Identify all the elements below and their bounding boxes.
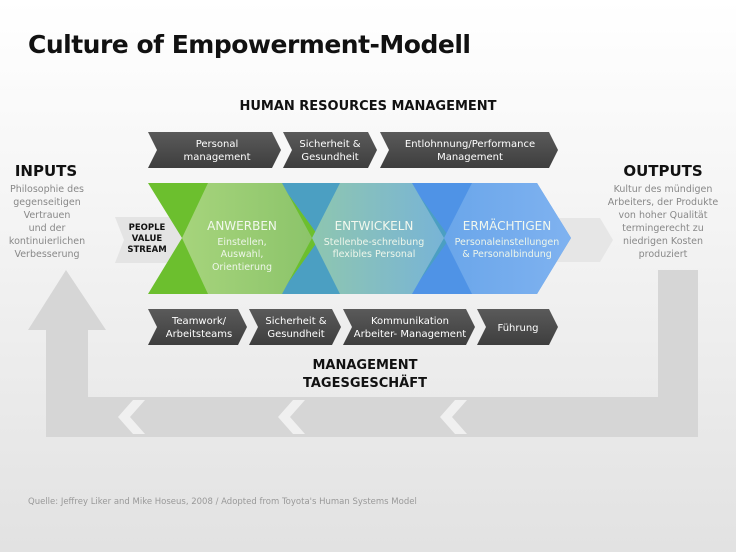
desc-line: Verbesserung (14, 249, 80, 260)
hr-chevron (148, 132, 281, 168)
management-heading-line: MANAGEMENT (312, 358, 418, 373)
pvs-line: STREAM (127, 245, 166, 255)
chevron-line: Arbeiter- Management (354, 329, 467, 340)
stage-line: & Personalbindung (462, 249, 552, 260)
desc-line: und der (28, 223, 66, 234)
loop-chevron-icon (278, 400, 305, 434)
stage-band (148, 183, 571, 294)
stage-line: Personaleinstellungen (455, 237, 560, 248)
inputs-heading: INPUTS (14, 162, 78, 180)
stage-line: Orientierung (212, 262, 272, 273)
chevron-line: management (184, 152, 251, 163)
chevron-line: Management (437, 152, 503, 163)
chevron-line: Personal (196, 139, 239, 150)
stage-line: Einstellen, (217, 237, 266, 248)
outputs-heading: OUTPUTS (623, 162, 703, 180)
stage-title: ANWERBEN (207, 219, 277, 233)
page-title: Culture of Empowerment-Modell (28, 30, 471, 59)
pvs-line: VALUE (132, 234, 163, 244)
stage-line: Stellenbe-schreibung (324, 237, 425, 248)
desc-line: termingerecht zu (622, 223, 704, 234)
desc-line: gegenseitigen (13, 197, 81, 208)
output-arrow (555, 218, 613, 262)
desc-line: Kultur des mündigen (613, 184, 713, 195)
stage-anwerben (182, 183, 312, 294)
desc-line: kontinuierlichen (8, 236, 86, 247)
management-chevron-row (148, 309, 558, 345)
chevron-line: Sicherheit & (265, 316, 326, 327)
outputs-description: Kultur des mündigen Arbeiters, der Produ… (596, 183, 730, 261)
feedback-loop-arrow (28, 270, 698, 437)
desc-line: von hoher Qualität (618, 210, 708, 221)
chevron-line: Teamwork/ (171, 316, 227, 327)
stage-title: ERMÄCHTIGEN (463, 218, 551, 233)
chevron-line: Gesundheit (267, 329, 324, 340)
stage-entwickeln (312, 183, 444, 294)
pvs-line: PEOPLE (129, 223, 166, 233)
hr-chevron (380, 132, 558, 168)
desc-line: Philosophie des (10, 184, 84, 195)
stage-ermaechtigen (444, 183, 571, 294)
mgmt-chevron (249, 309, 341, 345)
loop-chevron-icon (440, 400, 467, 434)
stage-line: Auswahl, (221, 249, 264, 260)
mgmt-chevron (477, 309, 558, 345)
management-heading-line: TAGESGESCHÄFT (303, 376, 427, 391)
hr-chevron (283, 132, 377, 168)
hr-heading: HUMAN RESOURCES MANAGEMENT (239, 99, 497, 114)
mgmt-chevron (148, 309, 247, 345)
stage-title: ENTWICKELN (335, 219, 414, 233)
chevron-line: Entlohnnung/Performance (405, 139, 535, 150)
stage-line: flexibles Personal (333, 249, 416, 260)
inputs-description: Philosophie des gegenseitigen Vertrauen … (2, 183, 92, 261)
desc-line: produziert (638, 249, 688, 260)
hr-chevron-row (148, 132, 558, 168)
chevron-line: Gesundheit (301, 152, 358, 163)
chevron-line: Führung (497, 323, 538, 334)
loop-chevron-icon (118, 400, 145, 434)
desc-line: Vertrauen (23, 210, 71, 221)
mgmt-chevron (343, 309, 475, 345)
desc-line: Arbeiters, der Produkte (607, 197, 719, 208)
source-citation: Quelle: Jeffrey Liker and Mike Hoseus, 2… (28, 497, 417, 507)
management-heading: MANAGEMENT TAGESGESCHÄFT (250, 357, 480, 393)
chevron-line: Arbeitsteams (166, 329, 233, 340)
chevron-line: Kommunikation (371, 316, 449, 327)
desc-line: niedrigen Kosten (622, 236, 704, 247)
chevron-line: Sicherheit & (299, 139, 360, 150)
